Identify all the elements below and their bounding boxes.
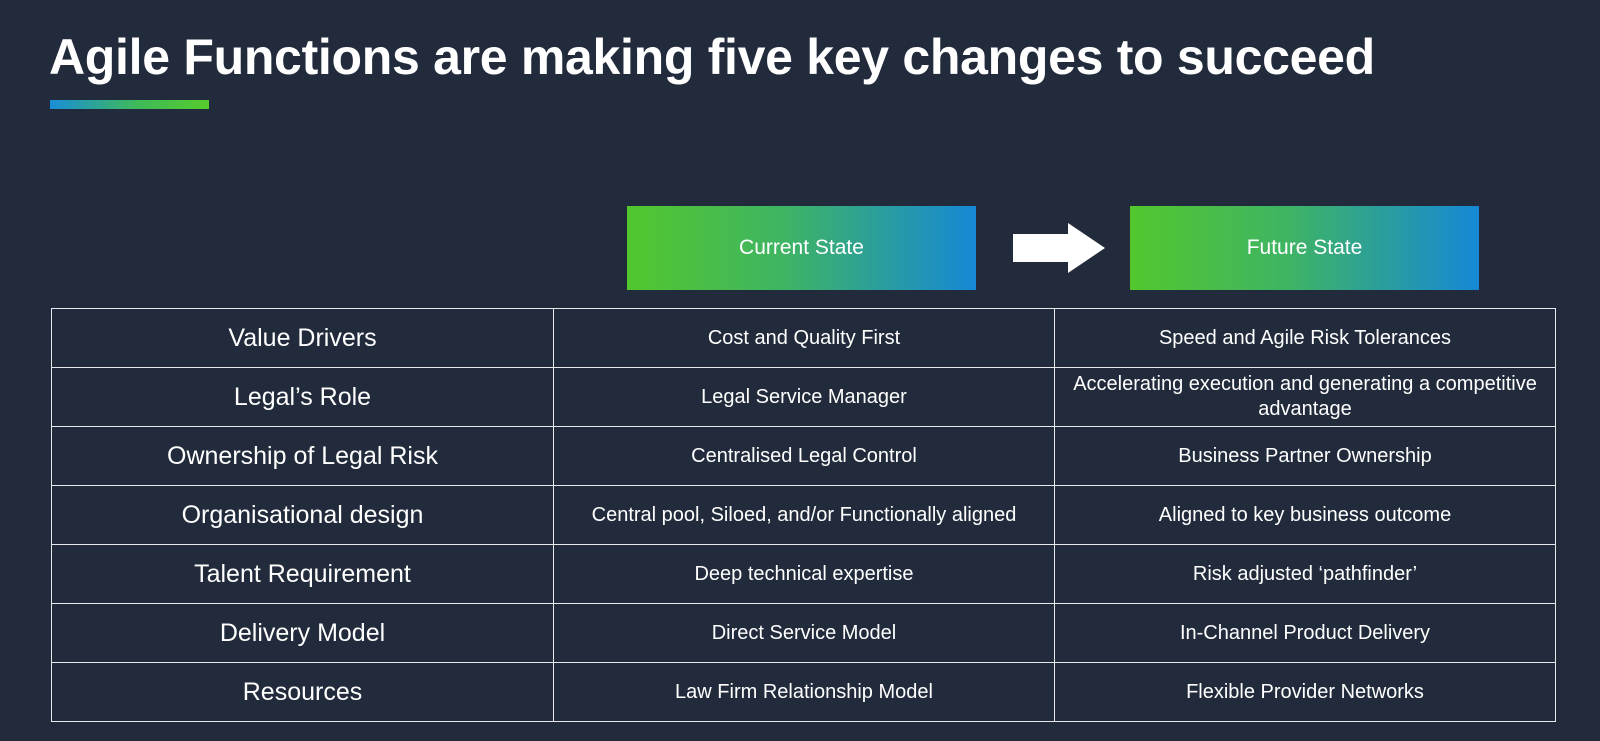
table-row: Talent Requirement Deep technical expert… [51, 544, 1556, 604]
current-state-cell: Deep technical expertise [553, 544, 1055, 604]
future-state-cell: Accelerating execution and generating a … [1054, 367, 1556, 427]
dimension-cell: Ownership of Legal Risk [51, 426, 554, 486]
table-row: Ownership of Legal Risk Centralised Lega… [51, 426, 1556, 486]
table-row: Delivery Model Direct Service Model In-C… [51, 603, 1556, 663]
title-accent-bar [50, 100, 209, 109]
changes-table: Value Drivers Cost and Quality First Spe… [51, 308, 1556, 722]
current-state-cell: Centralised Legal Control [553, 426, 1055, 486]
current-state-cell: Law Firm Relationship Model [553, 662, 1055, 722]
future-state-cell: Aligned to key business outcome [1054, 485, 1556, 545]
table-row: Value Drivers Cost and Quality First Spe… [51, 308, 1556, 368]
current-state-cell: Direct Service Model [553, 603, 1055, 663]
future-state-cell: Speed and Agile Risk Tolerances [1054, 308, 1556, 368]
current-state-cell: Cost and Quality First [553, 308, 1055, 368]
dimension-cell: Organisational design [51, 485, 554, 545]
current-state-label: Current State [739, 236, 864, 259]
future-state-header: Future State [1130, 206, 1479, 290]
dimension-cell: Talent Requirement [51, 544, 554, 604]
table-row: Legal’s Role Legal Service Manager Accel… [51, 367, 1556, 427]
table-row: Organisational design Central pool, Silo… [51, 485, 1556, 545]
current-state-cell: Legal Service Manager [553, 367, 1055, 427]
right-arrow-icon [1013, 223, 1105, 273]
future-state-cell: Risk adjusted ‘pathfinder’ [1054, 544, 1556, 604]
table-row: Resources Law Firm Relationship Model Fl… [51, 662, 1556, 722]
current-state-cell: Central pool, Siloed, and/or Functionall… [553, 485, 1055, 545]
slide-title: Agile Functions are making five key chan… [49, 29, 1375, 85]
dimension-cell: Resources [51, 662, 554, 722]
future-state-cell: Business Partner Ownership [1054, 426, 1556, 486]
future-state-cell: In-Channel Product Delivery [1054, 603, 1556, 663]
dimension-cell: Legal’s Role [51, 367, 554, 427]
dimension-cell: Delivery Model [51, 603, 554, 663]
future-state-cell: Flexible Provider Networks [1054, 662, 1556, 722]
future-state-label: Future State [1246, 236, 1363, 259]
dimension-cell: Value Drivers [51, 308, 554, 368]
current-state-header: Current State [627, 206, 976, 290]
